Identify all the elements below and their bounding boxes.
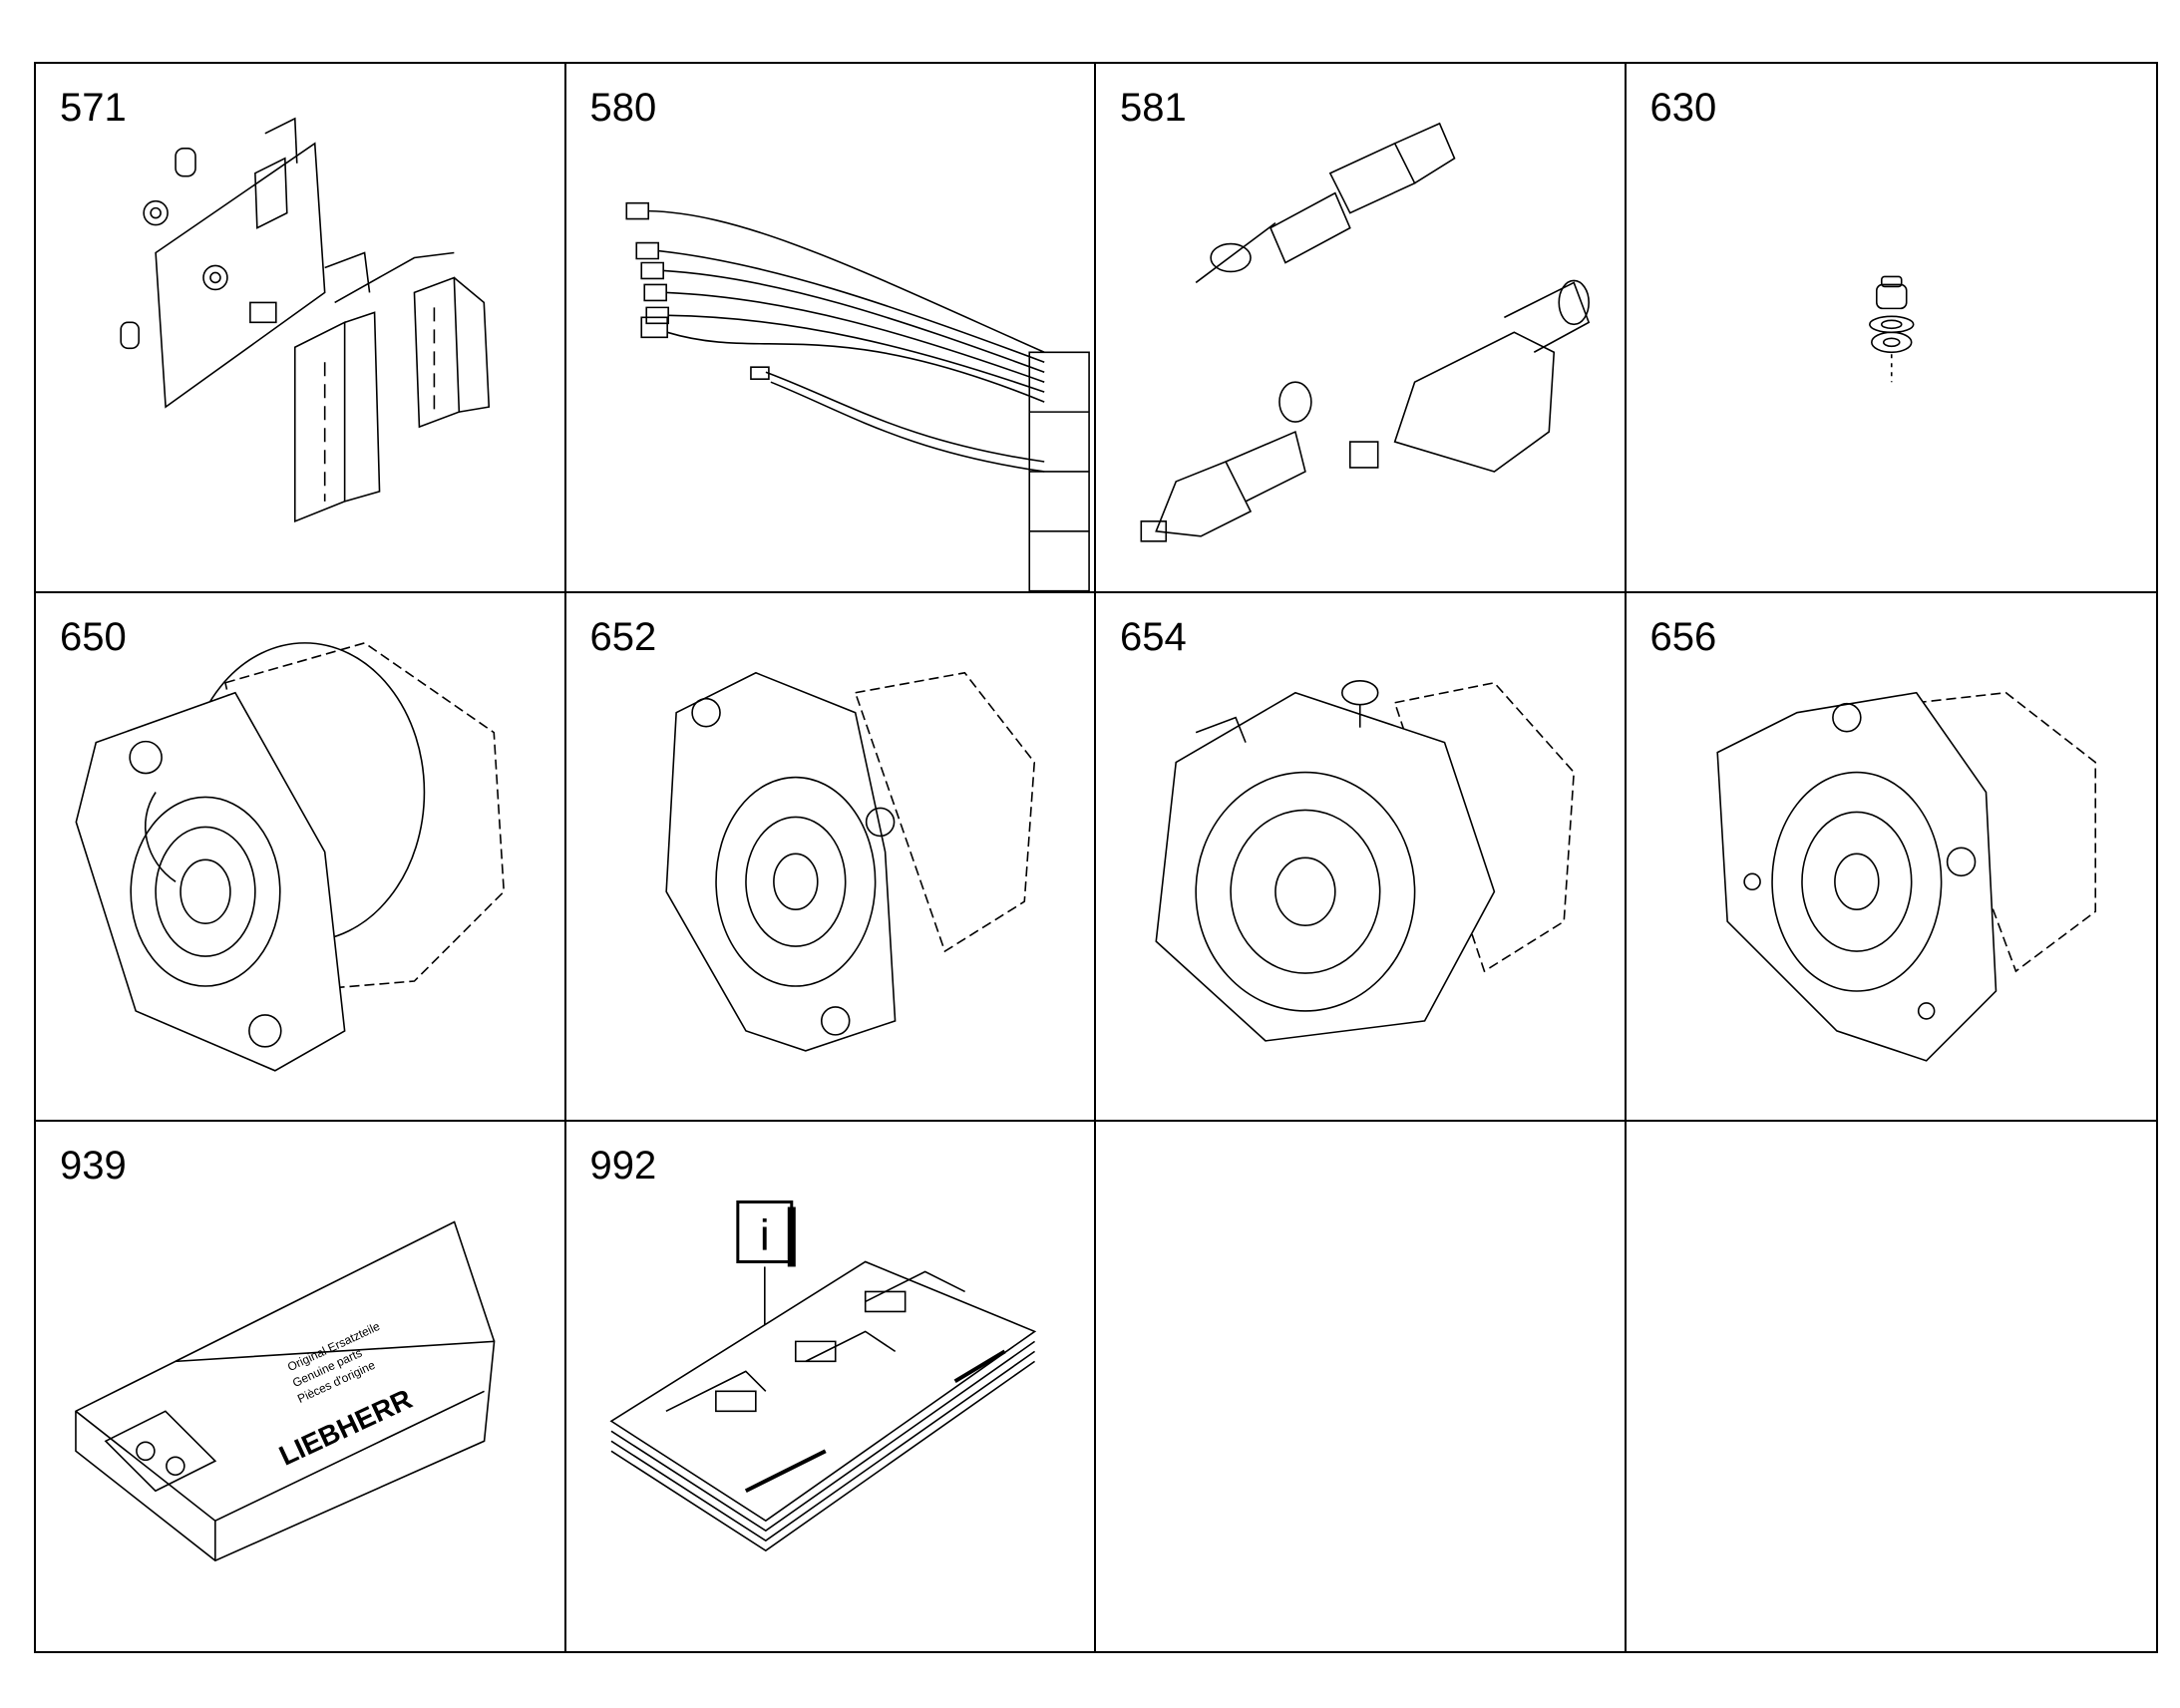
part-number: 581 [1120,86,1187,130]
part-number: 571 [60,86,127,130]
sensor-switches-icon [1096,64,1625,591]
part-cell-580[interactable]: 580 [565,64,1096,593]
part-cell-650[interactable]: 650 [36,592,566,1123]
part-number: 656 [1649,614,1717,659]
part-cell-571[interactable]: 571 [36,64,566,593]
part-cell-656[interactable]: 656 [1626,593,2157,1123]
empty-cell [1096,1122,1627,1651]
part-cell-630[interactable]: 630 [1626,64,2157,593]
gear-pump-icon [1096,593,1625,1121]
empty-cell [1627,1122,2157,1651]
part-number: 654 [1120,614,1187,659]
part-cell-652[interactable]: 652 [565,592,1096,1123]
plug-screw-icon [1627,64,2157,591]
part-cell-992[interactable]: 992 i [566,1122,1096,1651]
gear-pump-icon [1627,593,2157,1121]
gear-pump-icon [566,593,1095,1121]
bracket-assembly-icon [36,64,564,591]
part-number: 580 [589,86,657,130]
part-number: 992 [589,1144,657,1189]
part-cell-939[interactable]: 939 Original Ersatzteile Genuine parts P… [36,1122,566,1651]
parts-grid: 571 580 [34,62,2158,1653]
part-number: 652 [589,614,657,659]
wiring-harness-icon [566,64,1095,591]
info-icon: i [759,1211,769,1260]
spare-parts-box-icon: Original Ersatzteile Genuine parts Pièce… [36,1122,564,1651]
part-cell-654[interactable]: 654 [1096,592,1627,1123]
part-number: 650 [60,614,127,659]
part-number: 939 [60,1144,127,1189]
documentation-icon: i [566,1122,1095,1651]
gear-pump-icon [36,593,564,1121]
part-number: 630 [1649,86,1717,130]
part-cell-581[interactable]: 581 [1096,64,1627,593]
